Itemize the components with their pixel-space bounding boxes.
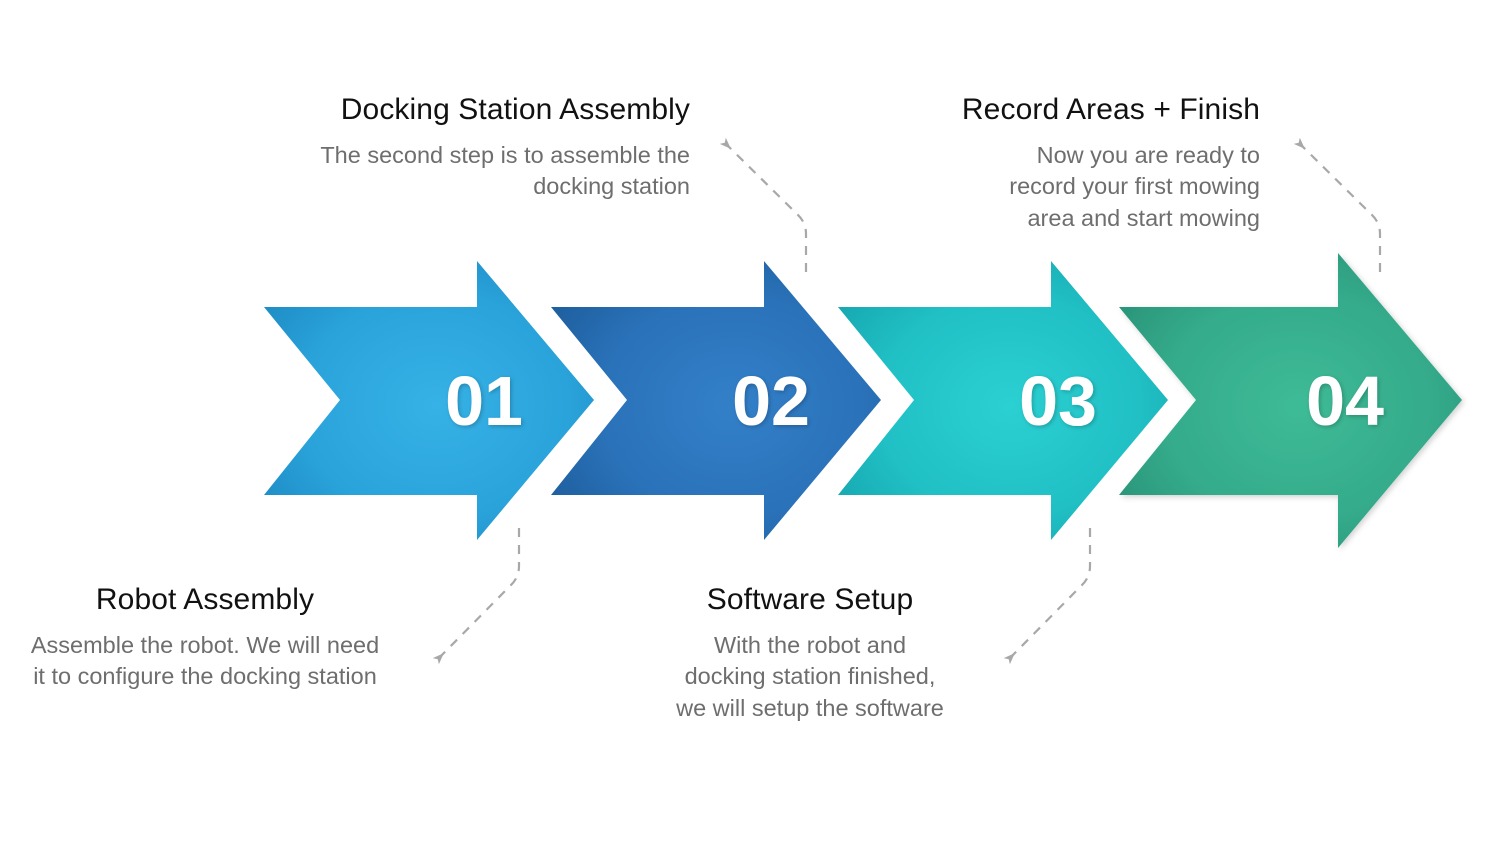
callout-step-2: Docking Station Assembly The second step… (278, 93, 690, 203)
arrow-step-4[interactable]: 04 (1119, 253, 1462, 548)
callout-body-line: docking station (533, 173, 690, 200)
callout-body-line: it to configure the docking station (33, 663, 377, 690)
arrow-number-3: 03 (1019, 362, 1097, 440)
callout-step-3: Software Setup With the robot and dockin… (650, 583, 970, 724)
callout-body-1: Assemble the robot. We will need it to c… (0, 630, 410, 693)
arrow-step-1[interactable]: 01 (258, 253, 601, 548)
arrow-number-1: 01 (445, 362, 523, 440)
callout-title-2: Docking Station Assembly (340, 93, 690, 126)
callout-body-2: The second step is to assemble the docki… (278, 140, 690, 203)
callout-body-line: Assemble the robot. We will need (30, 631, 380, 658)
callout-body-line: The second step is to assemble the (320, 141, 690, 168)
callout-title-3: Software Setup (706, 583, 914, 616)
callout-step-4: Record Areas + Finish Now you are ready … (955, 93, 1260, 234)
callout-body-line: record your first mowing (1009, 173, 1260, 200)
arrow-step-3[interactable]: 03 (832, 253, 1175, 548)
callout-body-line: area and start mowing (1027, 204, 1260, 231)
callout-body-3: With the robot and docking station finis… (650, 630, 970, 724)
callout-title-1: Robot Assembly (95, 583, 315, 616)
callout-body-line: docking station finished, (684, 663, 936, 690)
arrow-step-2[interactable]: 02 (545, 253, 888, 548)
callout-title-4: Record Areas + Finish (961, 93, 1260, 126)
arrow-number-4: 04 (1306, 362, 1384, 440)
callout-body-line: Now you are ready to (1036, 141, 1260, 168)
callout-body-line: With the robot and (713, 631, 907, 658)
callout-step-1: Robot Assembly Assemble the robot. We wi… (0, 583, 410, 693)
arrow-number-2: 02 (732, 362, 810, 440)
callout-body-4: Now you are ready to record your first m… (955, 140, 1260, 234)
callout-body-line: we will setup the software (676, 694, 944, 721)
